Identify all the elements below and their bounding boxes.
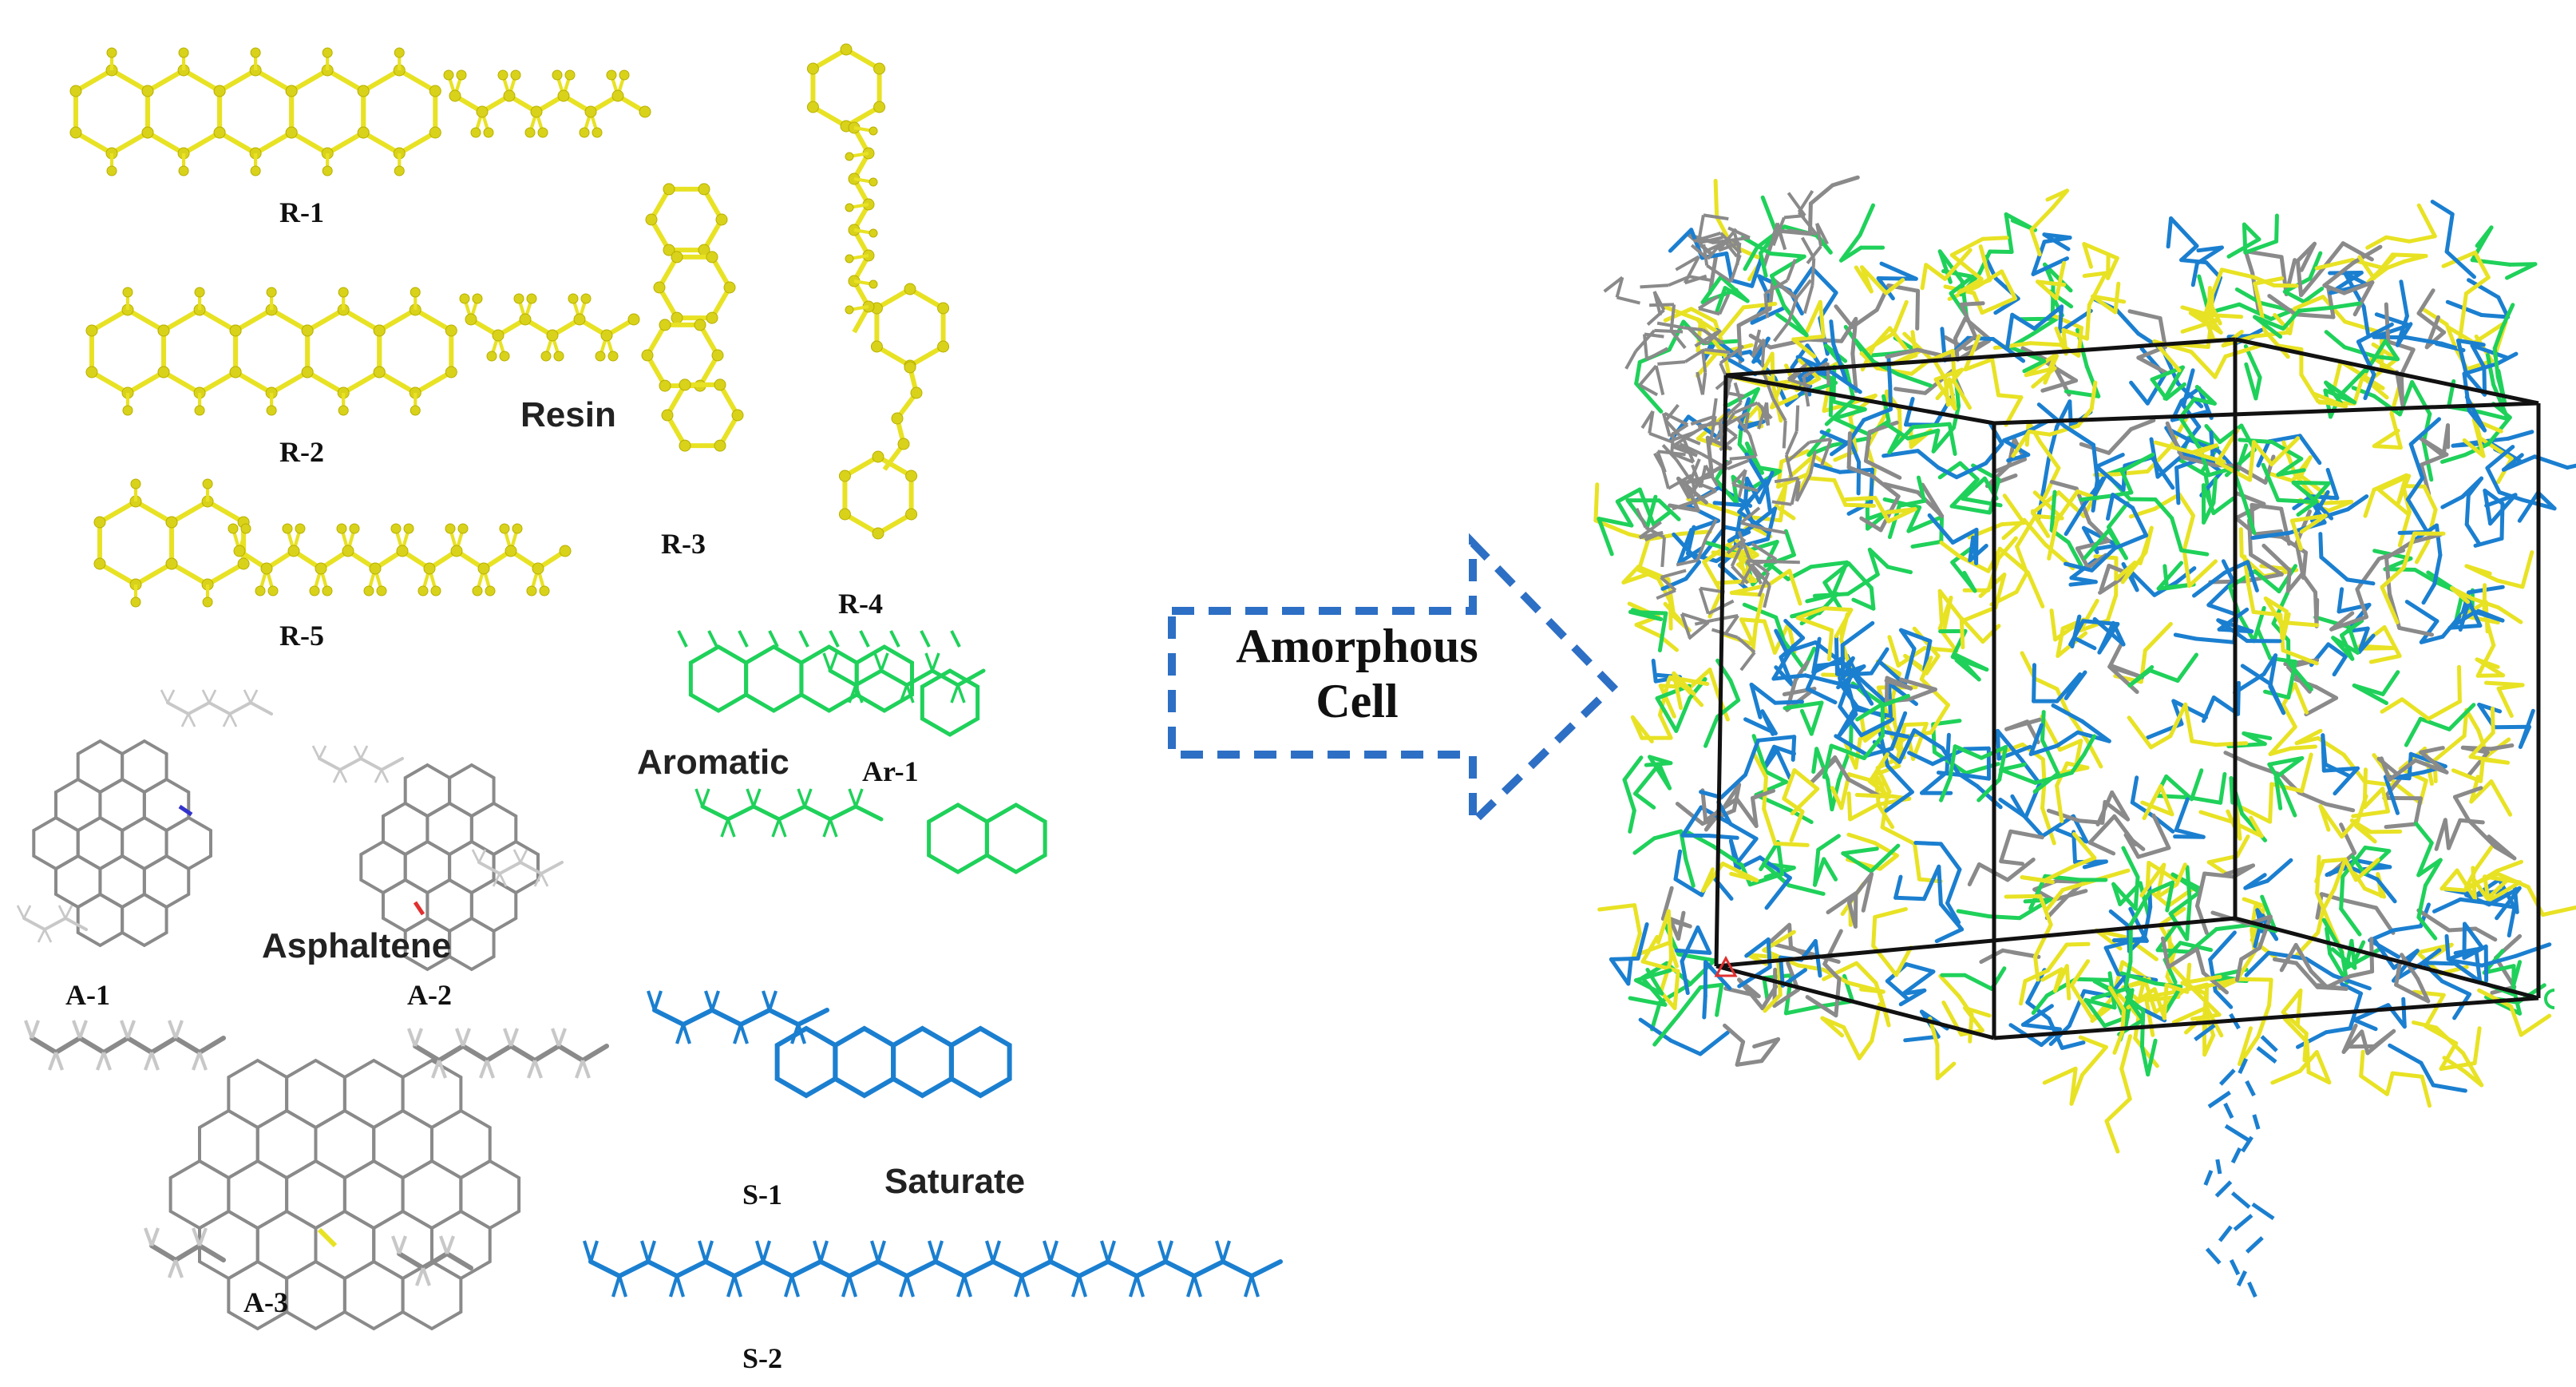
label-r4: R-4	[838, 588, 883, 620]
arrow-label-line2: Cell	[1316, 675, 1399, 727]
label-r3: R-3	[661, 528, 706, 560]
amorphous-cell-box	[1714, 337, 2555, 1040]
molecule-structures	[16, 43, 1283, 1331]
group-label-saturate: Saturate	[884, 1162, 1026, 1201]
saturate-molecules	[582, 990, 1283, 1298]
label-ar1: Ar-1	[862, 755, 919, 787]
label-s1: S-1	[742, 1179, 783, 1211]
label-a1: A-1	[65, 979, 110, 1011]
cell-axis-c-label: C	[2546, 987, 2547, 988]
label-r5: R-5	[279, 620, 324, 652]
label-r2: R-2	[279, 436, 324, 468]
dashed-right-arrow-icon	[1168, 533, 1619, 832]
arrow-label-line1: Amorphous	[1236, 620, 1478, 672]
arrow-label: Amorphous Cell	[1173, 619, 1541, 729]
label-a3: A-3	[243, 1286, 288, 1318]
aromatic-molecules	[677, 630, 1047, 874]
asphaltene-molecules	[16, 689, 609, 1331]
group-label-asphaltene: Asphaltene	[262, 926, 452, 965]
group-label-resin: Resin	[520, 395, 616, 434]
label-r1: R-1	[279, 196, 324, 228]
amorphous-cell-molecules	[1593, 175, 2576, 1298]
resin-molecules	[69, 43, 950, 608]
group-label-aromatic: Aromatic	[637, 743, 789, 782]
label-a2: A-2	[407, 979, 452, 1011]
label-s2: S-2	[742, 1342, 783, 1374]
